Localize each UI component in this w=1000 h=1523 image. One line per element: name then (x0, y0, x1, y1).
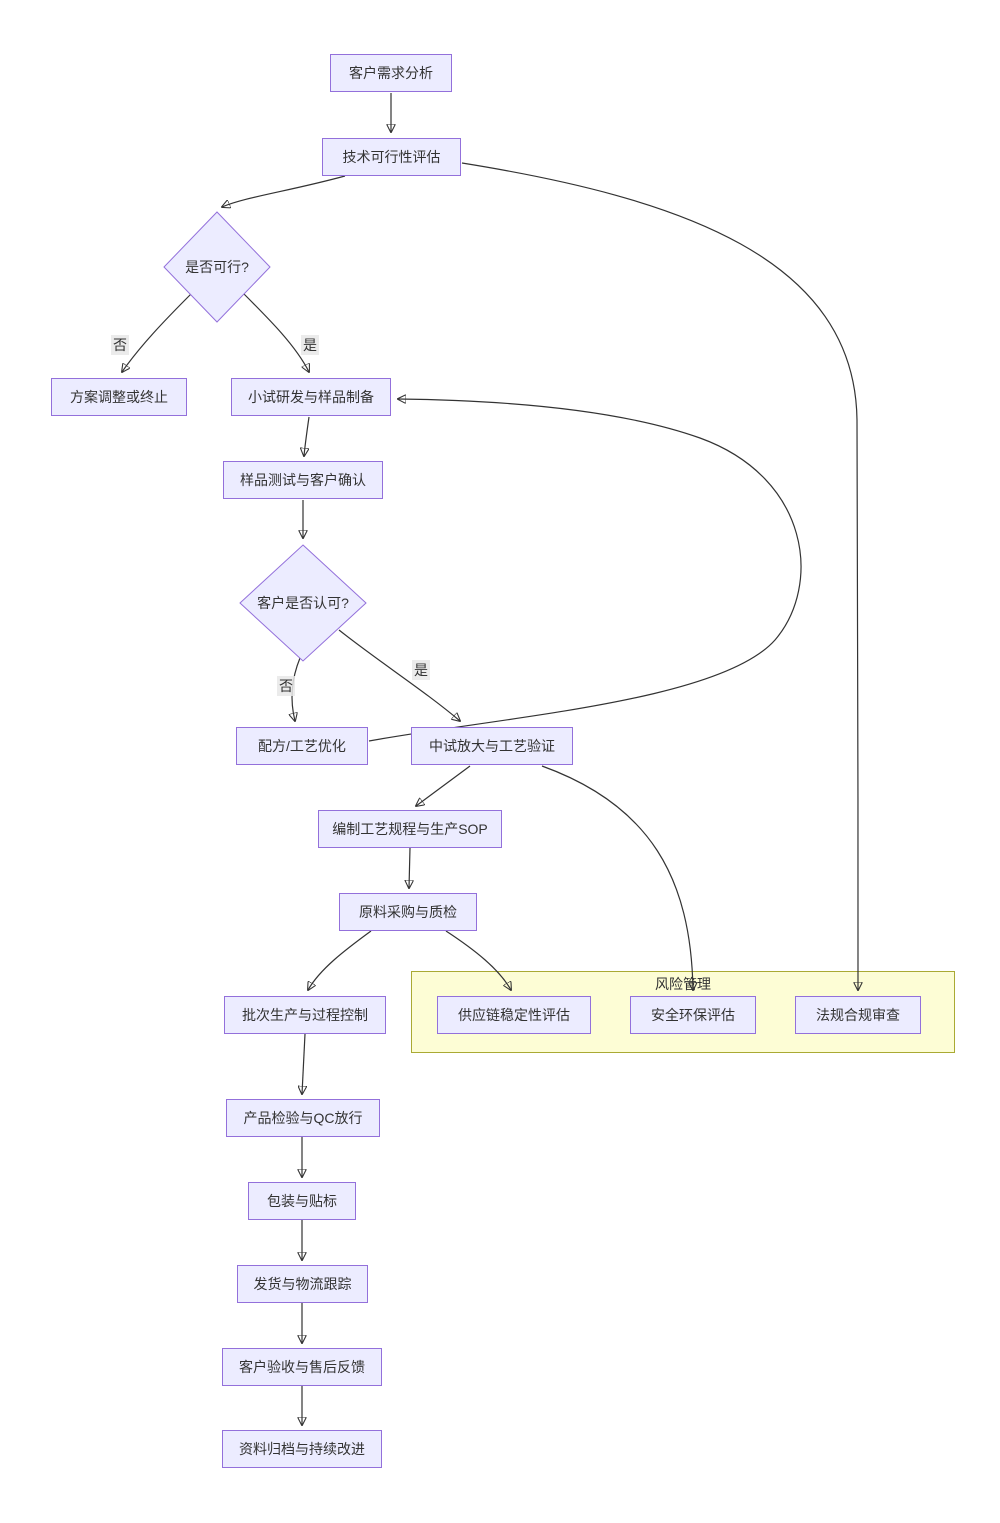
node-sample-test-customer-confirm: 样品测试与客户确认 (223, 461, 383, 499)
decision-customer-approval-shape (239, 544, 367, 662)
node-raw-material-procurement-qc: 原料采购与质检 (339, 893, 477, 931)
node-sop-preparation: 编制工艺规程与生产SOP (318, 810, 502, 848)
node-technical-feasibility: 技术可行性评估 (322, 138, 461, 176)
node-packaging-labeling: 包装与贴标 (248, 1182, 356, 1220)
edge-decision-no-to-terminate (122, 292, 193, 372)
edge-procurement-to-supplychain (445, 930, 511, 990)
edge-sop-to-procurement (409, 847, 410, 888)
edge-label-approve-yes: 是 (412, 660, 430, 680)
node-product-inspection-qc-release: 产品检验与QC放行 (226, 1099, 380, 1137)
decision-feasible-shape (163, 211, 271, 323)
edge-label-approve-no: 否 (277, 676, 295, 696)
node-customer-acceptance-feedback: 客户验收与售后反馈 (222, 1348, 382, 1386)
edge-procurement-to-batch (308, 930, 372, 990)
node-shipping-logistics-tracking: 发货与物流跟踪 (237, 1265, 368, 1303)
edge-batch-to-qc (302, 1033, 305, 1094)
subgraph-risk-management-title: 风险管理 (655, 976, 711, 992)
node-batch-production-control: 批次生产与过程控制 (224, 996, 386, 1034)
node-archiving-continuous-improvement: 资料归档与持续改进 (222, 1430, 382, 1468)
edge-label-feasible-yes: 是 (301, 335, 319, 355)
edge-feasibility-to-regulatory (461, 162, 858, 990)
node-supply-chain-stability: 供应链稳定性评估 (437, 996, 591, 1034)
edge-decision-yes-to-labtrial (242, 292, 309, 372)
node-customer-requirement-analysis: 客户需求分析 (330, 54, 452, 92)
node-plan-adjust-or-terminate: 方案调整或终止 (51, 378, 187, 416)
edge-pilot-to-sop (416, 765, 471, 806)
edge-approval-yes-to-pilot (338, 629, 460, 721)
edge-feasibility-to-decision (222, 175, 346, 207)
node-lab-trial-sample-prep: 小试研发与样品制备 (231, 378, 391, 416)
decision-feasible-label: 是否可行? (185, 259, 249, 275)
edge-labtrial-to-sampletest (304, 416, 310, 456)
edge-pilot-to-safety (541, 765, 693, 990)
node-formula-process-optimization: 配方/工艺优化 (236, 727, 368, 765)
node-pilot-scaleup-validation: 中试放大与工艺验证 (411, 727, 573, 765)
decision-customer-approval-label: 客户是否认可? (257, 595, 349, 611)
node-safety-environment-assessment: 安全环保评估 (630, 996, 756, 1034)
edge-optimize-to-labtrial-loop (368, 399, 802, 742)
edge-label-feasible-no: 否 (111, 335, 129, 355)
node-regulatory-compliance-review: 法规合规审查 (795, 996, 921, 1034)
